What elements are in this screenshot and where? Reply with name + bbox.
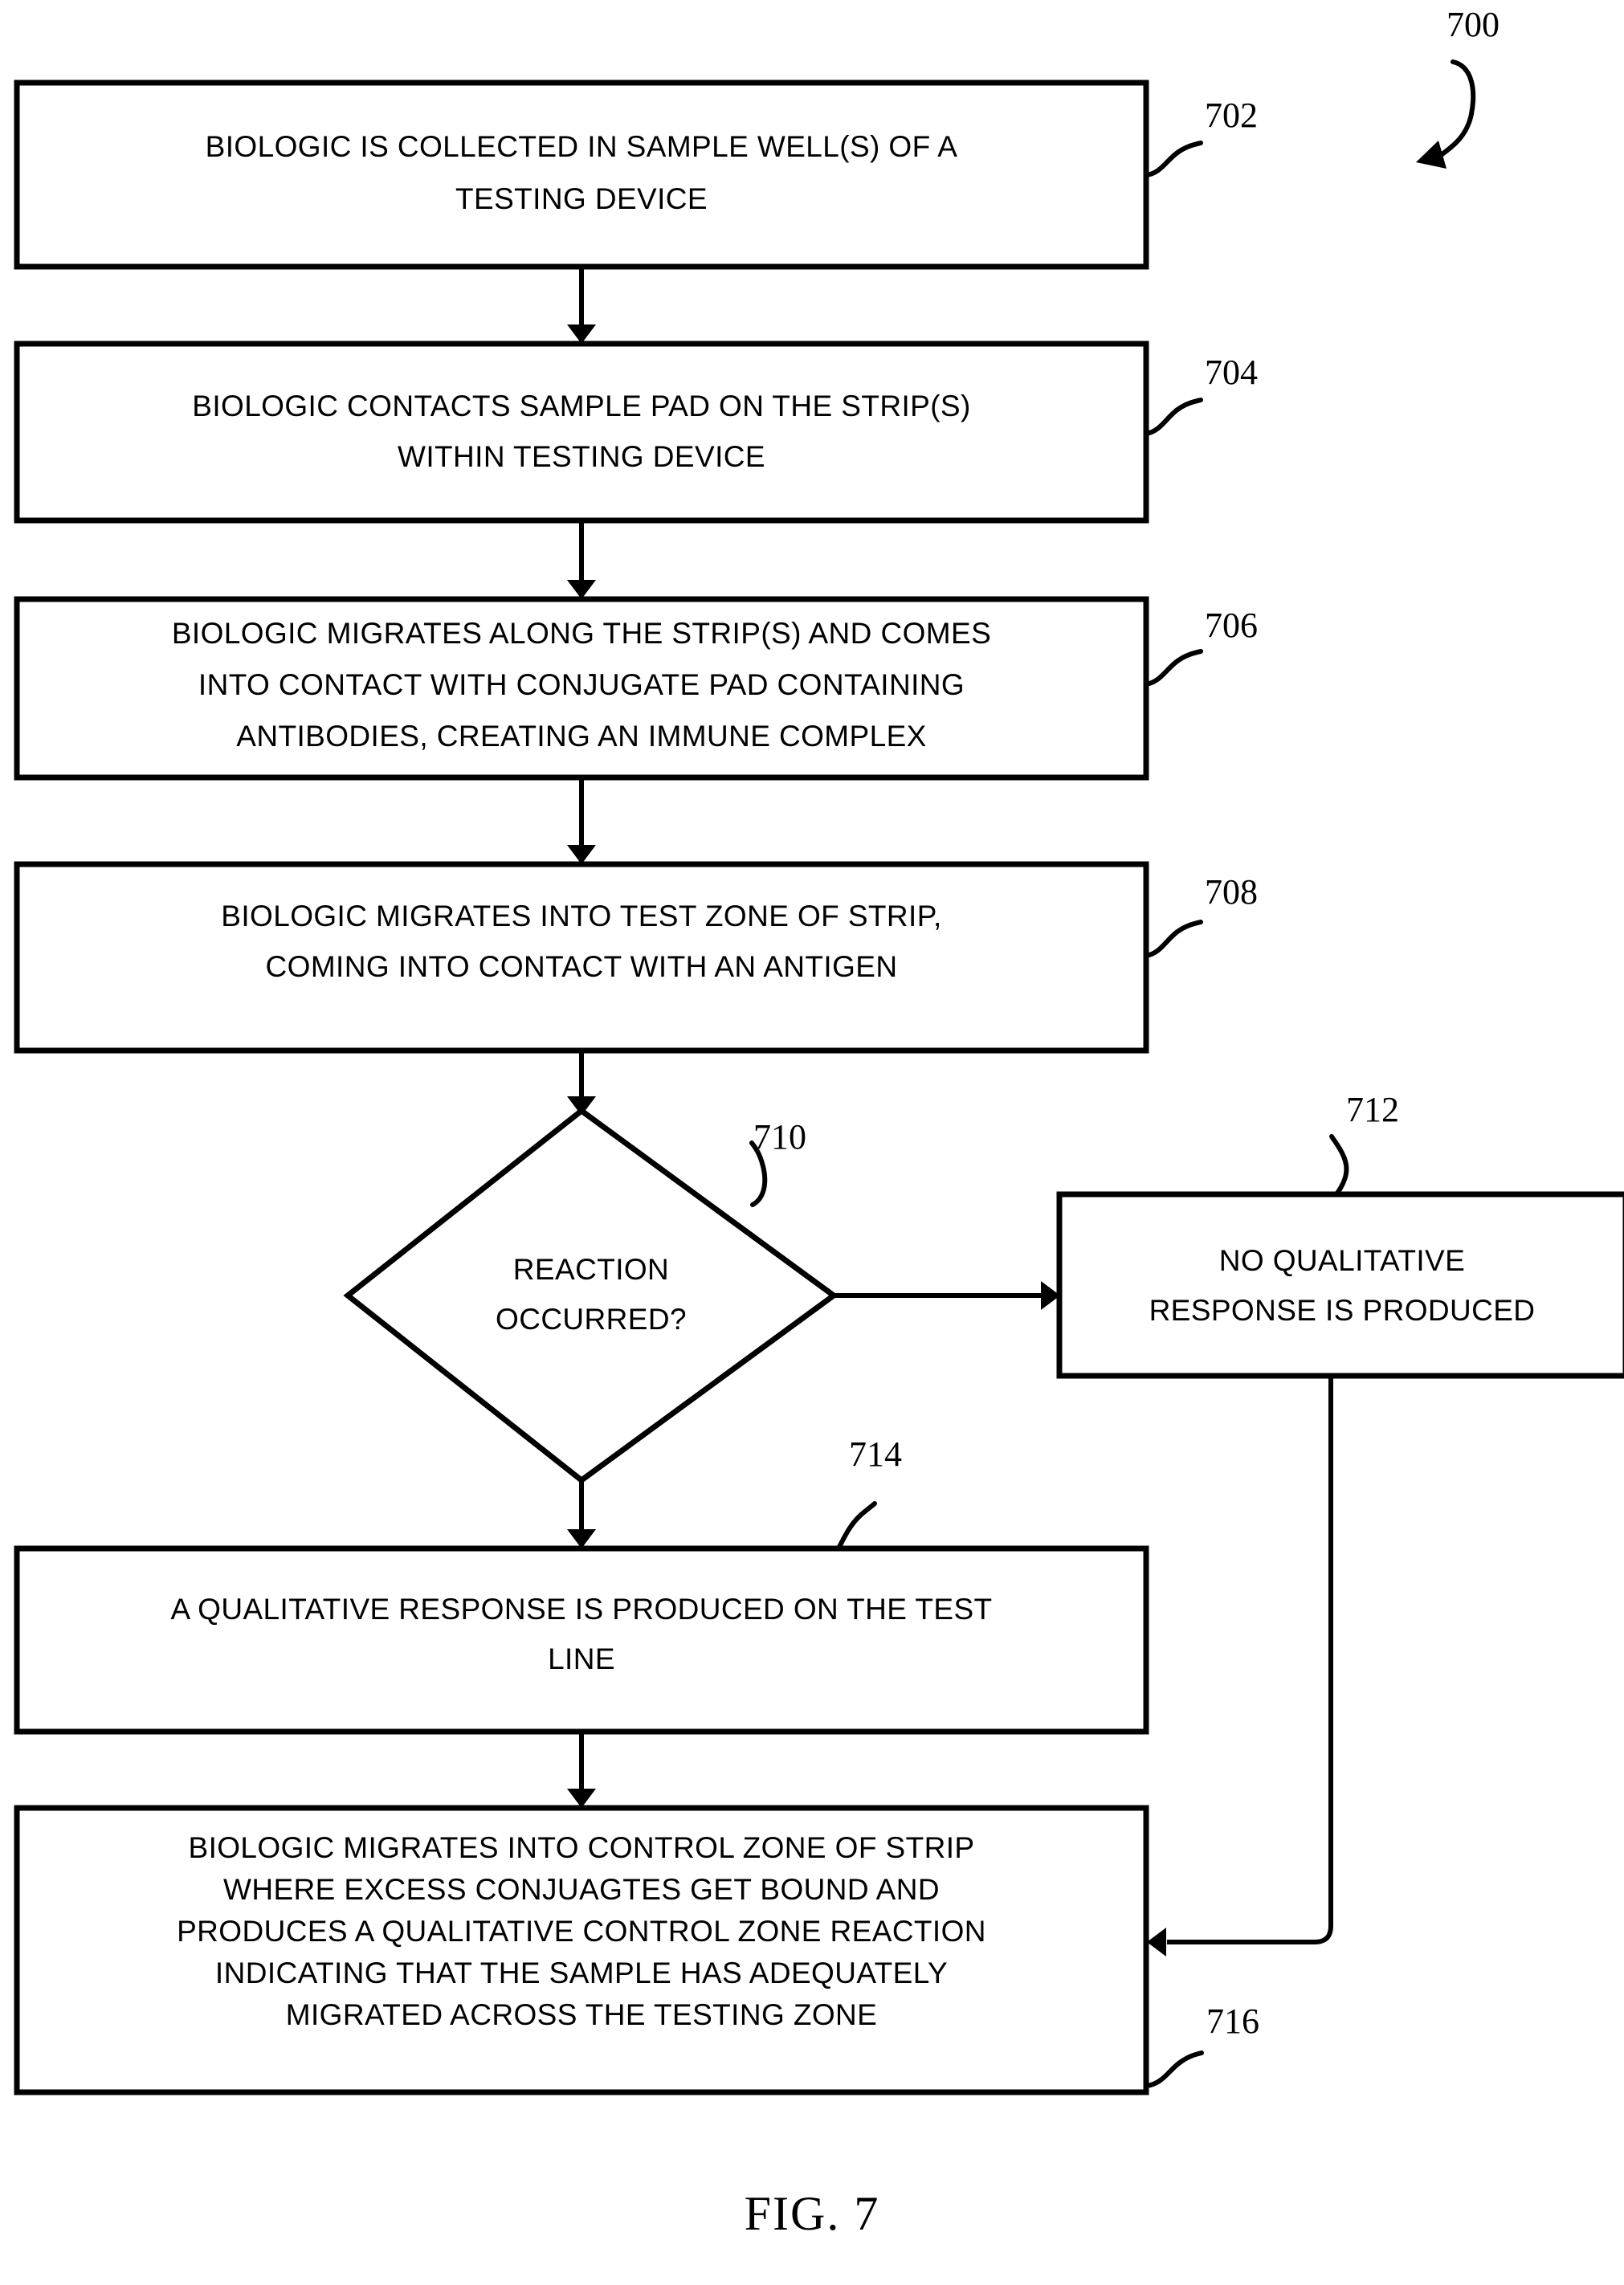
ref-label-700: 700	[1447, 5, 1500, 44]
node-706[interactable]: BIOLOGIC MIGRATES ALONG THE STRIP(S) AND…	[14, 596, 1149, 781]
node-714-line-1: LINE	[548, 1642, 615, 1675]
connector-706-708	[567, 777, 596, 864]
node-702[interactable]: BIOLOGIC IS COLLECTED IN SAMPLE WELL(S) …	[14, 80, 1149, 270]
node-716-line-3: INDICATING THAT THE SAMPLE HAS ADEQUATEL…	[215, 1957, 948, 1989]
connector-712-716-path	[1167, 1376, 1333, 1944]
node-710-line-1: OCCURRED?	[496, 1303, 687, 1336]
node-712-line-0: NO QUALITATIVE	[1219, 1244, 1465, 1277]
node-704-box[interactable]	[14, 341, 1149, 524]
curved-arrow-700-shaft	[1435, 59, 1476, 160]
node-716-line-1: WHERE EXCESS CONJUAGTES GET BOUND AND	[223, 1873, 940, 1906]
leader-line-704	[1144, 398, 1203, 436]
connector-710-714	[567, 1480, 596, 1548]
leader-line-716	[1145, 2050, 1204, 2088]
ref-label-716-group: 716	[1145, 2001, 1259, 2088]
node-714-line-0: A QUALITATIVE RESPONSE IS PRODUCED ON TH…	[170, 1593, 992, 1626]
node-708-box[interactable]	[14, 861, 1149, 1054]
ref-label-716: 716	[1206, 2001, 1259, 2041]
leader-line-708	[1144, 920, 1203, 958]
curved-arrow-700-head	[1416, 141, 1447, 169]
ref-label-702: 702	[1205, 96, 1258, 135]
node-712-box[interactable]	[1056, 1191, 1624, 1379]
ref-label-706: 706	[1205, 606, 1258, 645]
connector-714-716-arrowhead	[567, 1789, 596, 1808]
connector-708-710-arrowhead	[567, 1096, 596, 1116]
node-704-line-1: WITHIN TESTING DEVICE	[398, 440, 765, 473]
node-716-line-0: BIOLOGIC MIGRATES INTO CONTROL ZONE OF S…	[188, 1831, 974, 1864]
connector-708-710	[567, 1051, 596, 1116]
node-708[interactable]: BIOLOGIC MIGRATES INTO TEST ZONE OF STRI…	[14, 861, 1149, 1054]
node-716[interactable]: BIOLOGIC MIGRATES INTO CONTROL ZONE OF S…	[14, 1805, 1149, 2095]
ref-label-704: 704	[1205, 353, 1258, 392]
connector-706-708-arrowhead	[567, 845, 596, 864]
ref-label-704-group: 704	[1144, 353, 1258, 436]
node-706-line-1: INTO CONTACT WITH CONJUGATE PAD CONTAINI…	[198, 668, 965, 701]
connector-710-712-arrowhead	[1041, 1281, 1060, 1310]
ref-label-712-group: 712	[1329, 1090, 1399, 1197]
ref-label-712: 712	[1346, 1090, 1399, 1129]
node-708-line-0: BIOLOGIC MIGRATES INTO TEST ZONE OF STRI…	[221, 900, 941, 932]
figure-caption: FIG. 7	[745, 2187, 880, 2240]
leader-line-710	[749, 1140, 768, 1207]
node-702-line-0: BIOLOGIC IS COLLECTED IN SAMPLE WELL(S) …	[206, 130, 958, 163]
connector-702-704	[567, 267, 596, 344]
node-714-box[interactable]	[14, 1545, 1149, 1735]
connector-702-704-arrowhead	[567, 324, 596, 344]
node-716-box[interactable]	[14, 1805, 1149, 2095]
figure-ref-700-group: 700	[1416, 5, 1500, 169]
ref-label-708-group: 708	[1144, 872, 1258, 958]
node-706-box[interactable]	[14, 596, 1149, 781]
connector-704-706-arrowhead	[567, 580, 596, 599]
connector-712-716-arrowhead	[1147, 1928, 1166, 1957]
ref-label-710: 710	[753, 1117, 806, 1157]
node-716-line-4: MIGRATED ACROSS THE TESTING ZONE	[286, 1998, 877, 2031]
node-706-line-0: BIOLOGIC MIGRATES ALONG THE STRIP(S) AND…	[172, 617, 991, 650]
connector-712-716	[1147, 1376, 1333, 1957]
ref-label-714: 714	[849, 1434, 902, 1474]
node-704-line-0: BIOLOGIC CONTACTS SAMPLE PAD ON THE STRI…	[192, 390, 970, 422]
node-708-line-1: COMING INTO CONTACT WITH AN ANTIGEN	[266, 950, 898, 983]
node-712[interactable]: NO QUALITATIVE RESPONSE IS PRODUCED	[1056, 1191, 1624, 1379]
leader-line-706	[1144, 649, 1203, 687]
node-702-line-1: TESTING DEVICE	[455, 182, 708, 215]
node-714[interactable]: A QUALITATIVE RESPONSE IS PRODUCED ON TH…	[14, 1545, 1149, 1735]
connector-704-706	[567, 520, 596, 599]
ref-label-710-group: 710	[749, 1117, 806, 1207]
node-710[interactable]: REACTION OCCURRED?	[343, 1107, 839, 1484]
ref-label-706-group: 706	[1144, 606, 1258, 687]
connector-710-712	[834, 1281, 1060, 1310]
connector-710-714-arrowhead	[567, 1529, 596, 1548]
ref-label-714-group: 714	[836, 1434, 902, 1551]
node-716-line-2: PRODUCES A QUALITATIVE CONTROL ZONE REAC…	[177, 1915, 986, 1948]
ref-label-708: 708	[1205, 872, 1258, 912]
node-706-line-2: ANTIBODIES, CREATING AN IMMUNE COMPLEX	[236, 720, 926, 753]
node-712-line-1: RESPONSE IS PRODUCED	[1149, 1294, 1536, 1327]
leader-line-714	[836, 1501, 877, 1551]
leader-line-702	[1144, 141, 1203, 177]
connector-714-716	[567, 1732, 596, 1808]
node-704[interactable]: BIOLOGIC CONTACTS SAMPLE PAD ON THE STRI…	[14, 341, 1149, 524]
node-710-line-0: REACTION	[513, 1253, 669, 1286]
node-702-box[interactable]	[14, 80, 1149, 270]
ref-label-702-group: 702	[1144, 96, 1258, 177]
leader-line-712	[1329, 1134, 1349, 1197]
